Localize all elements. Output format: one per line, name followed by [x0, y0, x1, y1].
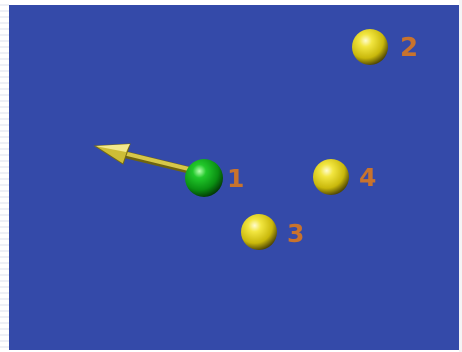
atom-2-label: 2	[400, 33, 418, 63]
left-edge-strip	[0, 0, 9, 352]
molecule-scene[interactable]: 1 2 3 4	[9, 5, 459, 350]
atom-1-label: 1	[227, 164, 244, 193]
atom-3[interactable]	[241, 214, 277, 250]
atom-2[interactable]	[352, 29, 388, 65]
3d-viewport[interactable]: 1 2 3 4	[9, 5, 459, 350]
atom-4[interactable]	[313, 159, 349, 195]
direction-vector	[95, 144, 197, 172]
atom-4-label: 4	[359, 163, 376, 192]
atom-1[interactable]	[185, 159, 223, 197]
atom-3-label: 3	[287, 219, 304, 248]
